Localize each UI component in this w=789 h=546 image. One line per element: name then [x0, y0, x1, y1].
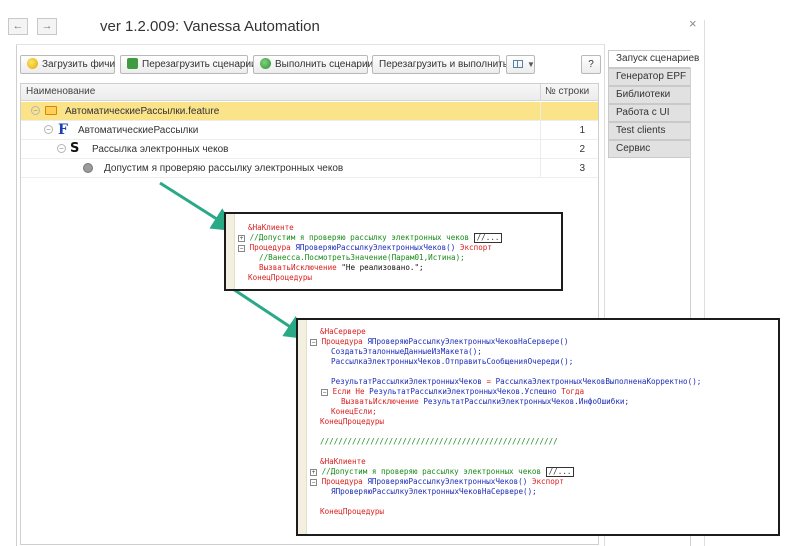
column-divider: [540, 159, 541, 178]
collapse-icon[interactable]: −: [57, 144, 66, 153]
tree-row-step[interactable]: Допустим я проверяю рассылку электронных…: [21, 159, 598, 178]
column-divider: [540, 102, 541, 121]
column-header-name[interactable]: Наименование: [26, 86, 96, 97]
expand-icon[interactable]: +: [310, 469, 317, 476]
window-title: ver 1.2.009: Vanessa Automation: [100, 18, 320, 35]
panel-border: [690, 68, 691, 546]
code-gutter: [298, 320, 307, 534]
run-scenarios-button[interactable]: Выполнить сценарии: [253, 55, 373, 74]
reload-scenarios-label: Перезагрузить сценарии: [142, 59, 257, 70]
code-line: РезультатРассылкиЭлектронныхЧеков = Расс…: [331, 377, 702, 386]
view-mode-button[interactable]: ▼: [506, 55, 535, 74]
code-line: &НаКлиенте: [248, 223, 294, 232]
arrow-to-server-code: [229, 285, 310, 340]
code-line: + //Допустим я проверяю рассылку электро…: [310, 467, 575, 477]
code-gutter: [226, 214, 235, 289]
tree-row-label: Допустим я проверяю рассылку электронных…: [104, 163, 344, 174]
code-line: ВызватьИсключение РезультатРассылкиЭлект…: [341, 397, 630, 406]
code-line: &НаКлиенте: [320, 457, 366, 466]
tree-header: Наименование № строки: [21, 84, 598, 101]
client-code-snippet: &НаКлиенте + //Допустим я проверяю рассы…: [224, 212, 563, 291]
column-divider: [540, 121, 541, 140]
code-line: − Если Не РезультатРассылкиЭлектронныхЧе…: [321, 387, 585, 396]
row-number: 3: [579, 163, 585, 174]
row-number: 2: [579, 144, 585, 155]
column-divider: [540, 84, 541, 101]
collapsed-block[interactable]: //...: [545, 467, 575, 477]
run-scenarios-label: Выполнить сценарии: [275, 59, 374, 70]
tab-run-scenarios[interactable]: Запуск сценариев: [608, 50, 699, 68]
help-button[interactable]: ?: [581, 55, 601, 74]
run-icon: [260, 58, 271, 69]
code-line: − Процедура ЯПроверяюРассылкуЭлектронных…: [310, 477, 564, 486]
feature-icon: F: [58, 122, 68, 138]
code-line: СоздатьЭталонныеДанныеИзМакета();: [331, 347, 482, 356]
reload-and-run-label: Перезагрузить и выполнить: [379, 59, 508, 70]
tree-row-scenario[interactable]: − S Рассылка электронных чеков 2: [21, 140, 598, 159]
reload-scenarios-button[interactable]: Перезагрузить сценарии: [120, 55, 257, 74]
toolbar: Загрузить фичи ▼ Перезагрузить сценарии В…: [20, 55, 601, 75]
collapse-icon[interactable]: −: [310, 479, 317, 486]
tree-row-label: АвтоматическиеРассылки.feature: [65, 106, 220, 117]
code-line: КонецЕсли;: [331, 407, 377, 416]
back-button[interactable]: ←: [8, 18, 28, 35]
title-bar: ← → ver 1.2.009: Vanessa Automation ×: [0, 0, 789, 44]
tree-row-label: АвтоматическиеРассылки: [78, 125, 199, 136]
code-line: КонецПроцедуры: [248, 273, 313, 282]
scenario-icon: S: [70, 141, 80, 156]
tree-row-feature[interactable]: − F АвтоматическиеРассылки 1: [21, 121, 598, 140]
grid-icon: [513, 60, 523, 68]
code-line: //Ванесса.ПосмотретьЗначение(Парам01,Ист…: [259, 253, 465, 262]
code-line: ЯПроверяюРассылкуЭлектронныхЧековНаСерве…: [331, 487, 537, 496]
forward-button[interactable]: →: [37, 18, 57, 35]
code-line: &НаСервере: [320, 327, 366, 336]
collapse-icon[interactable]: −: [238, 245, 245, 252]
code-line: − Процедура ЯПроверяюРассылкуЭлектронных…: [310, 337, 569, 346]
window-border: [704, 20, 705, 546]
code-line: ВызватьИсключение "Не реализовано.";: [259, 263, 424, 272]
collapse-icon[interactable]: −: [310, 339, 317, 346]
chevron-down-icon: ▼: [527, 60, 535, 69]
load-icon: [27, 58, 38, 69]
tree-row-label: Рассылка электронных чеков: [92, 144, 229, 155]
column-header-row-number[interactable]: № строки: [545, 86, 590, 97]
panel-divider: [604, 44, 605, 546]
server-code-snippet: &НаСервере − Процедура ЯПроверяюРассылку…: [296, 318, 780, 536]
tab-ui-work[interactable]: Работа с UI: [608, 104, 691, 122]
tree-row-feature-file[interactable]: − АвтоматическиеРассылки.feature: [21, 102, 598, 121]
collapse-icon[interactable]: −: [321, 389, 328, 396]
scenario-tree: Наименование № строки − АвтоматическиеРа…: [20, 83, 599, 545]
collapse-icon[interactable]: −: [31, 106, 40, 115]
code-line: + //Допустим я проверяю рассылку электро…: [238, 233, 503, 243]
frame-divider-top: [16, 44, 604, 45]
column-divider: [540, 140, 541, 159]
code-line: РассылкаЭлектронныхЧеков.ОтправитьСообще…: [331, 357, 574, 366]
reload-icon: [127, 58, 138, 69]
collapse-icon[interactable]: −: [44, 125, 53, 134]
step-status-icon: [83, 163, 93, 173]
code-line: − Процедура ЯПроверяюРассылкуЭлектронных…: [238, 243, 492, 252]
code-line: КонецПроцедуры: [320, 507, 385, 516]
load-features-label: Загрузить фичи: [42, 59, 116, 70]
arrow-to-client-code: [159, 181, 237, 232]
expand-icon[interactable]: +: [238, 235, 245, 242]
close-icon[interactable]: ×: [689, 16, 697, 31]
code-line: КонецПроцедуры: [320, 417, 385, 426]
reload-and-run-button[interactable]: Перезагрузить и выполнить: [372, 55, 508, 74]
row-number: 1: [579, 125, 585, 136]
code-line: ////////////////////////////////////////…: [320, 437, 558, 446]
folder-icon: [45, 106, 57, 115]
collapsed-block[interactable]: //...: [473, 233, 503, 243]
frame-divider: [16, 44, 17, 546]
